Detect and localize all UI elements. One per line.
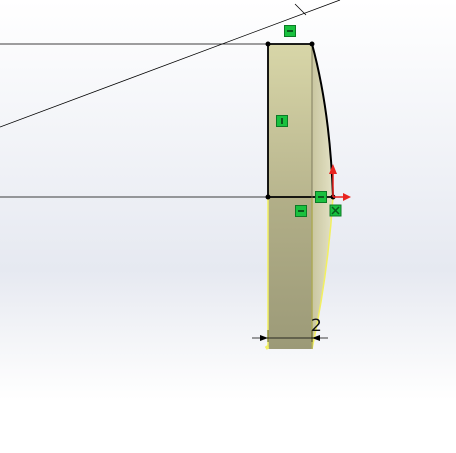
sketch-point[interactable] [309,41,315,47]
lens-face-upper[interactable] [268,44,312,197]
origin-y-arrow-icon [329,164,337,174]
sketch-point[interactable] [265,194,271,200]
lens-face-lower[interactable] [268,197,312,349]
origin-x-arrow-icon [343,193,351,201]
vertical-relation-icon[interactable] [276,115,288,127]
angled-construction-line[interactable] [0,0,341,128]
selection-edge-bottom [264,345,270,350]
sketch-arc[interactable] [311,43,334,198]
horizontal-relation-icon[interactable] [284,25,296,37]
dimension-arrow-right-icon [312,335,320,341]
horizontal-relation-icon[interactable] [295,205,307,217]
horizontal-relation-icon[interactable] [315,191,327,203]
dimension-value[interactable]: 2 [311,316,322,336]
dimension-arrow-left-icon [260,335,268,341]
sketch-point[interactable] [265,41,271,47]
angled-dimension-tick [294,3,307,16]
fix-relation-cross [331,206,340,215]
